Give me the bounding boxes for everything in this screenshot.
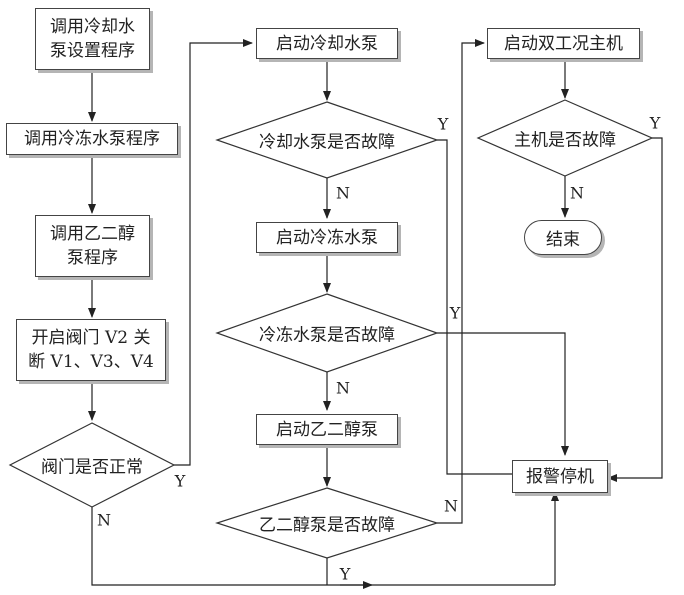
line-valve-no: [91, 507, 555, 586]
box-start-glycol: 启动乙二醇泵: [256, 414, 398, 445]
box-call-glycol-line-2: 泵程序: [67, 248, 118, 268]
label-glycol-no: N: [444, 496, 458, 516]
arrow-glycol-no: [437, 39, 485, 524]
arrow-chilled-yes: [437, 332, 569, 456]
box-alarm-stop-label: 报警停机: [526, 466, 594, 487]
box-start-dual-host-label: 启动双工况主机: [504, 33, 623, 54]
box-call-cooling-setup-line-2: 泵设置程序: [50, 41, 135, 61]
arrow-valve-yes: [174, 39, 253, 466]
label-host-yes: Y: [649, 113, 661, 133]
box-open-valve-line-1: 开启阀门 V2 关: [31, 328, 151, 348]
diamond-host-fault-label: 主机是否故障: [514, 130, 616, 151]
box-start-dual-host: 启动双工况主机: [487, 28, 640, 59]
box-alarm-stop: 报警停机: [512, 460, 608, 493]
terminal-end-label: 结束: [546, 230, 580, 250]
diamond-cooling-fault-label: 冷却水泵是否故障: [259, 132, 395, 153]
label-chilled-no: N: [336, 378, 350, 398]
box-call-glycol-line-1: 调用乙二醇: [50, 224, 135, 244]
diamond-valve-normal-label: 阀门是否正常: [41, 457, 143, 478]
label-chilled-yes: Y: [449, 303, 461, 323]
label-host-no: N: [570, 183, 584, 203]
box-call-chilled-program: 调用冷冻水泵程序: [6, 123, 178, 155]
label-valve-no: N: [97, 510, 111, 530]
diamond-chilled-fault-label: 冷冻水泵是否故障: [259, 325, 395, 346]
box-open-valve: 开启阀门 V2 关 断 V1、V3、V4: [16, 319, 166, 381]
label-cooling-no: N: [336, 183, 350, 203]
box-call-glycol: 调用乙二醇 泵程序: [35, 215, 150, 277]
box-call-chilled-program-label: 调用冷冻水泵程序: [24, 129, 160, 149]
label-cooling-yes: Y: [437, 114, 449, 134]
label-glycol-yes: Y: [339, 564, 351, 584]
diamond-glycol-fault-label: 乙二醇泵是否故障: [259, 515, 395, 536]
arrow-cooling-yes: [437, 139, 554, 478]
label-valve-yes: Y: [174, 471, 186, 491]
box-start-cooling: 启动冷却水泵: [256, 28, 398, 59]
arrow-host-yes: [607, 137, 663, 482]
box-start-cooling-label: 启动冷却水泵: [276, 33, 378, 54]
box-start-chilled-label: 启动冷冻水泵: [276, 227, 378, 248]
terminal-end: 结束: [524, 220, 602, 255]
box-start-glycol-label: 启动乙二醇泵: [276, 419, 378, 440]
box-open-valve-line-2: 断 V1、V3、V4: [28, 352, 154, 372]
box-start-chilled: 启动冷冻水泵: [256, 222, 398, 253]
box-call-cooling-setup-line-1: 调用冷却水: [50, 17, 135, 37]
box-call-cooling-setup: 调用冷却水 泵设置程序: [35, 8, 150, 70]
